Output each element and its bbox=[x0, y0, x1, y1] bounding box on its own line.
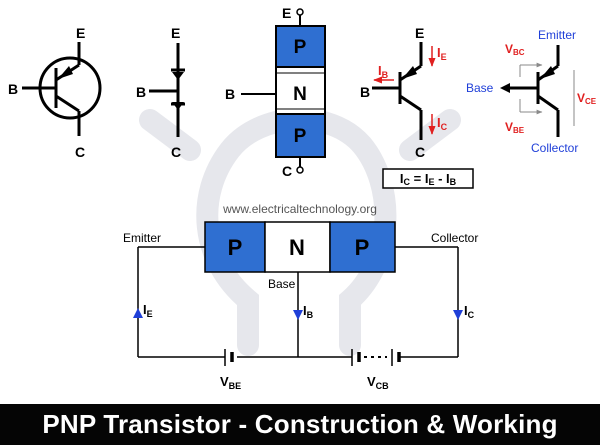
vce-label: VCE bbox=[577, 91, 597, 106]
ie-circuit-arrow-icon bbox=[133, 308, 143, 318]
stack-b-label: B bbox=[225, 86, 235, 102]
ie-circuit-label: IE bbox=[143, 302, 153, 319]
diode-e-label: E bbox=[171, 25, 180, 41]
current-equation: IC = IE - IB bbox=[400, 171, 457, 187]
stack-c-label: C bbox=[282, 163, 292, 179]
circuit-n-layer bbox=[264, 221, 331, 273]
vcb-battery-icon bbox=[351, 349, 401, 366]
diode-b-label: B bbox=[136, 84, 146, 100]
voltage-base-label: Base bbox=[466, 81, 494, 95]
vbe-circuit-label: VBE bbox=[220, 374, 241, 391]
circuit-layer-2-label: N bbox=[289, 235, 305, 260]
stack-top-label: P bbox=[294, 37, 307, 58]
circle-transistor-symbol bbox=[22, 42, 102, 136]
circuit bbox=[137, 246, 459, 358]
stack-e-label: E bbox=[282, 5, 291, 21]
footer-title: PNP Transistor - Construction & Working bbox=[42, 409, 558, 439]
current-e-label: E bbox=[415, 25, 424, 41]
emitter-terminal-icon bbox=[296, 8, 304, 16]
ic-circuit-label: IC bbox=[464, 303, 475, 320]
watermark-url: www.electricaltechnology.org bbox=[222, 202, 377, 216]
circuit-layer-1-label: P bbox=[228, 235, 243, 260]
voltage-symbol bbox=[510, 45, 560, 137]
diode-c-label: C bbox=[171, 144, 181, 160]
circuit-emitter-label: Emitter bbox=[123, 231, 161, 245]
circle-e-label: E bbox=[76, 25, 85, 41]
title-footer: PNP Transistor - Construction & Working bbox=[0, 404, 600, 445]
vbe-battery-icon bbox=[224, 349, 234, 366]
circuit-layer-3-label: P bbox=[355, 235, 370, 260]
diagram-svg: E B C E B C P N P E B C E bbox=[8, 5, 597, 391]
equation-box bbox=[382, 168, 474, 189]
current-emitter-arrow-icon bbox=[402, 66, 417, 79]
circle-c-label: C bbox=[75, 144, 85, 160]
stack-bottom-label: P bbox=[294, 126, 307, 147]
circuit-collector-label: Collector bbox=[431, 231, 478, 245]
current-c-label: C bbox=[415, 144, 425, 160]
vbc-label: VBC bbox=[505, 42, 525, 57]
emitter-arrow-icon bbox=[58, 66, 73, 79]
current-symbol bbox=[372, 42, 423, 140]
stack-middle-label: N bbox=[293, 84, 307, 105]
layer-stack bbox=[241, 8, 326, 174]
circuit-p-layer-collector bbox=[329, 221, 396, 273]
ib-label: IB bbox=[378, 63, 389, 80]
vbe-label: VBE bbox=[505, 120, 525, 135]
ie-label: IE bbox=[437, 45, 447, 62]
upper-diode-icon bbox=[172, 72, 184, 80]
lower-diode-icon bbox=[172, 102, 184, 110]
stack-top-p-layer bbox=[275, 25, 326, 68]
base-arrow-icon bbox=[500, 83, 510, 93]
circle-b-label: B bbox=[8, 81, 18, 97]
circuit-base-label: Base bbox=[268, 277, 296, 291]
current-b-label: B bbox=[360, 84, 370, 100]
ic-circuit-arrow-icon bbox=[453, 310, 463, 320]
collector-terminal-icon bbox=[296, 166, 304, 174]
voltage-emitter-arrow-icon bbox=[540, 66, 555, 79]
vcb-circuit-label: VCB bbox=[367, 374, 389, 391]
ib-circuit-label: IB bbox=[303, 303, 314, 320]
circuit-p-layer-emitter bbox=[204, 221, 266, 273]
voltage-collector-label: Collector bbox=[531, 141, 578, 155]
ib-circuit-arrow-icon bbox=[293, 310, 303, 320]
stack-bottom-p-layer bbox=[275, 113, 326, 158]
ic-label: IC bbox=[437, 115, 448, 132]
voltage-emitter-label: Emitter bbox=[538, 28, 576, 42]
